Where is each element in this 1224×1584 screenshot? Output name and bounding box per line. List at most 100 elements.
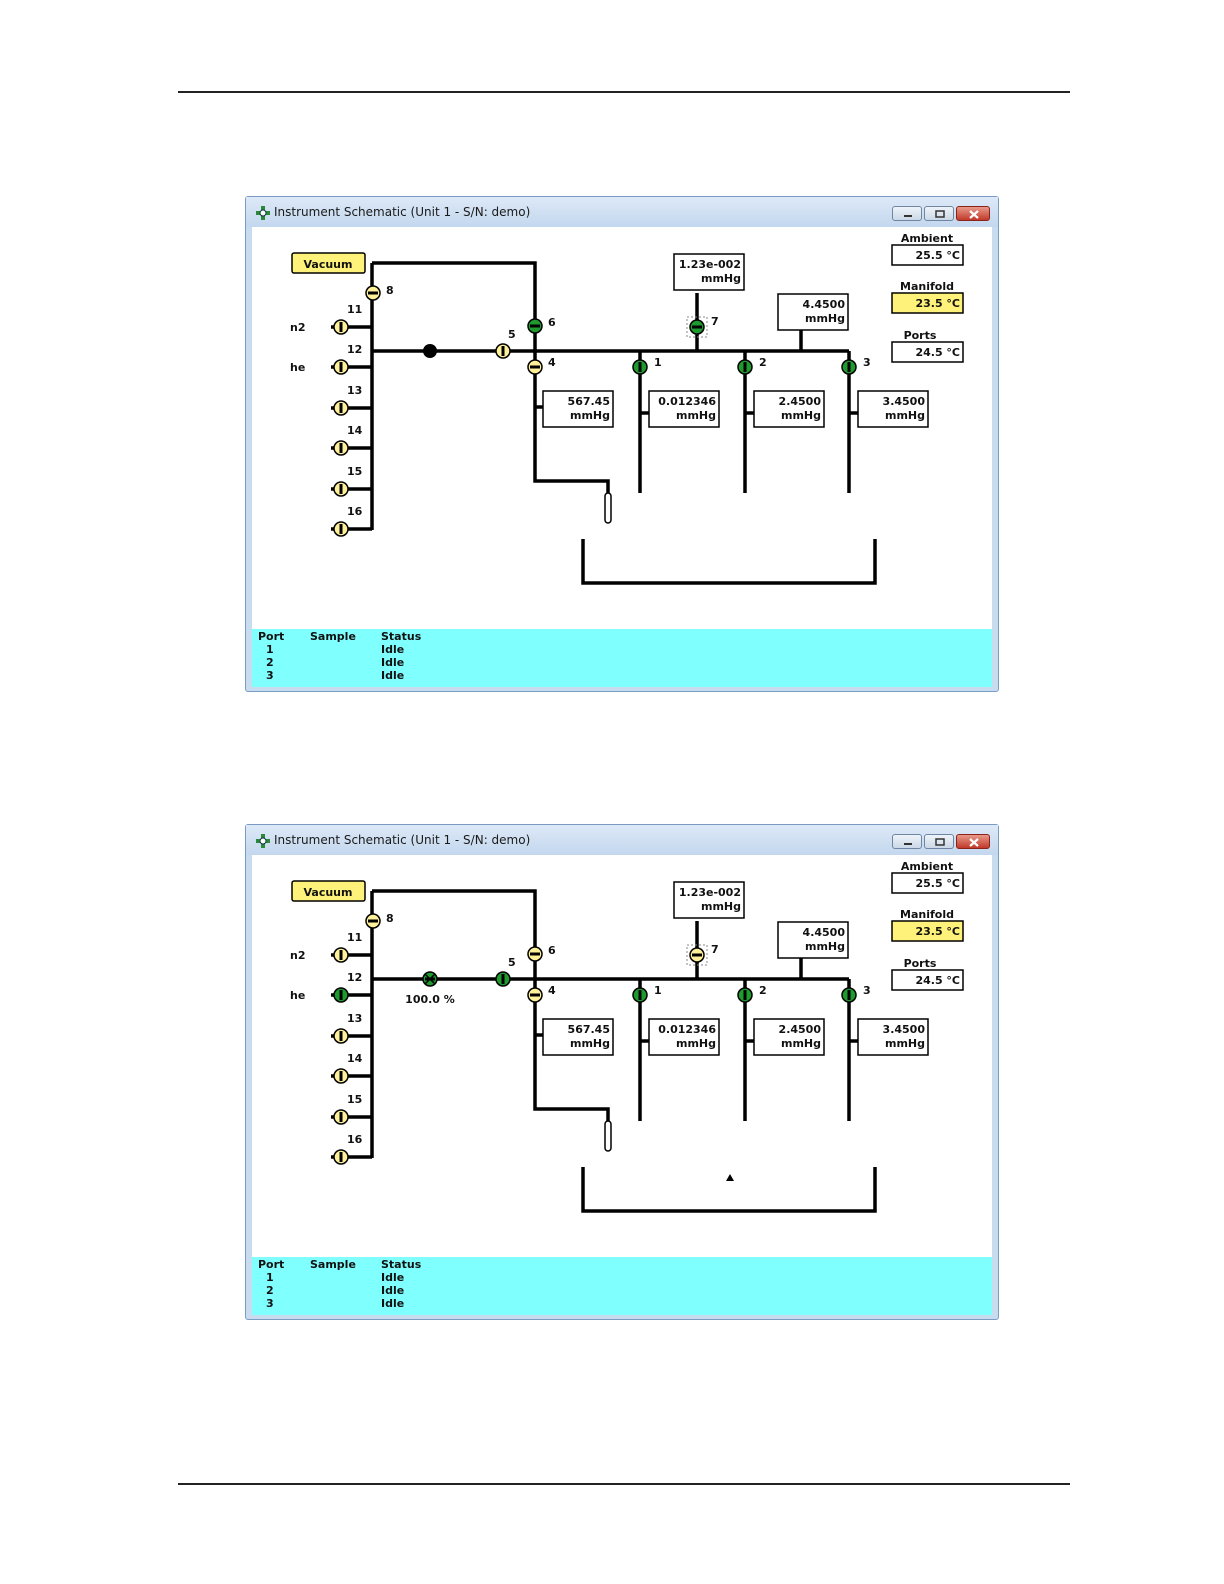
ambient-value: 25.5 °C: [915, 877, 960, 890]
close-button[interactable]: [956, 206, 990, 221]
valve-label: 4: [548, 356, 556, 369]
valve-v2[interactable]: [737, 987, 753, 1003]
valve-v4[interactable]: [527, 359, 543, 375]
status-header-sample: Sample: [310, 1258, 356, 1271]
ports-value: 24.5 °C: [915, 346, 960, 359]
valve-v3[interactable]: [841, 359, 857, 375]
gauge-port-1: [648, 1018, 720, 1056]
restore-icon: [935, 210, 945, 218]
valve-v5[interactable]: [495, 343, 511, 359]
valve-v8[interactable]: [365, 913, 381, 929]
valve-label: 12: [347, 343, 362, 356]
valve-v7[interactable]: [689, 319, 705, 335]
vacuum-label: Vacuum: [304, 258, 353, 271]
minimize-button[interactable]: [892, 834, 922, 849]
window-title: Instrument Schematic (Unit 1 - S/N: demo…: [274, 205, 531, 219]
valve-label: 2: [759, 984, 767, 997]
sample-tube-small: [604, 492, 612, 524]
minimize-icon: [904, 843, 912, 845]
valve-v13[interactable]: [333, 400, 349, 416]
gauge-value: 0.012346: [658, 1023, 716, 1036]
status-row-status: Idle: [381, 1271, 405, 1284]
valve-v12[interactable]: [333, 987, 349, 1003]
valve-v3[interactable]: [841, 987, 857, 1003]
manifold-field[interactable]: [891, 920, 964, 942]
v4-branch: [533, 979, 610, 1121]
gauge-value: 3.4500: [883, 395, 926, 408]
valve-v8[interactable]: [365, 285, 381, 301]
valve-label: 16: [347, 1133, 363, 1146]
valve-label: 11: [347, 931, 362, 944]
valve-v13[interactable]: [333, 1028, 349, 1044]
gauge-unit: mmHg: [570, 409, 610, 422]
gauge-value: 2.4500: [779, 395, 822, 408]
gauge-unit: mmHg: [885, 409, 925, 422]
title-bar[interactable]: Instrument Schematic (Unit 1 - S/N: demo…: [246, 825, 998, 855]
valve-v7[interactable]: [689, 947, 705, 963]
manifold-value: 23.5 °C: [915, 925, 960, 938]
gauge-unit: mmHg: [805, 312, 845, 325]
junction-dot: [423, 344, 437, 358]
maximize-button[interactable]: [924, 834, 954, 849]
close-button[interactable]: [956, 834, 990, 849]
valve-v12[interactable]: [333, 359, 349, 375]
valve-v14[interactable]: [333, 1068, 349, 1084]
status-header-sample: Sample: [310, 630, 356, 643]
gauge-value: 1.23e-002: [679, 258, 741, 271]
valve-label: 6: [548, 316, 556, 329]
gauge-value: 4.4500: [803, 926, 846, 939]
valve-v5[interactable]: [495, 971, 511, 987]
gauge-value: 567.45: [568, 1023, 610, 1036]
dewar-up-arrow-icon[interactable]: [726, 1174, 734, 1181]
valve-v6[interactable]: [527, 318, 543, 334]
status-row-port: 3: [266, 1297, 274, 1310]
valve-v16[interactable]: [333, 1149, 349, 1165]
valve-label: 7: [711, 315, 719, 328]
valve-label: 7: [711, 943, 719, 956]
valve-label: 5: [508, 956, 516, 969]
manifold-field[interactable]: [891, 292, 964, 314]
gas-label-n2: n2: [290, 949, 306, 962]
valve-v11[interactable]: [333, 947, 349, 963]
status-header-port: Port: [258, 630, 285, 643]
valve-label: 15: [347, 1093, 362, 1106]
gauge-port-1: [648, 390, 720, 428]
gauge-unit: mmHg: [676, 409, 716, 422]
manifold-label: Manifold: [900, 280, 954, 293]
v4-branch: [533, 351, 610, 493]
gauge-unit: mmHg: [570, 1037, 610, 1050]
title-bar[interactable]: Instrument Schematic (Unit 1 - S/N: demo…: [246, 197, 998, 227]
valve-label: 14: [347, 1052, 363, 1065]
gauge-value: 2.4500: [779, 1023, 822, 1036]
maximize-button[interactable]: [924, 206, 954, 221]
status-row-status: Idle: [381, 669, 405, 682]
valve-v15[interactable]: [333, 481, 349, 497]
valve-v7-focus: [686, 316, 708, 338]
valve-v4[interactable]: [527, 987, 543, 1003]
valve-v1[interactable]: [632, 987, 648, 1003]
valve-v1[interactable]: [632, 359, 648, 375]
ports-value: 24.5 °C: [915, 974, 960, 987]
vacuum-button[interactable]: [291, 252, 366, 274]
valve-label: 1: [654, 356, 662, 369]
gauge-value: 4.4500: [803, 298, 846, 311]
gas-label-n2: n2: [290, 321, 306, 334]
window-title: Instrument Schematic (Unit 1 - S/N: demo…: [274, 833, 531, 847]
minimize-icon: [904, 215, 912, 217]
valve-v15[interactable]: [333, 1109, 349, 1125]
ambient-label: Ambient: [901, 232, 953, 245]
valve-v2[interactable]: [737, 359, 753, 375]
valve-v14[interactable]: [333, 440, 349, 456]
vacuum-button[interactable]: [291, 880, 366, 902]
minimize-button[interactable]: [892, 206, 922, 221]
valve-v16[interactable]: [333, 521, 349, 537]
valve-v11[interactable]: [333, 319, 349, 335]
gauge-manifold: [777, 293, 849, 331]
valve-v6[interactable]: [527, 946, 543, 962]
valve-label: 11: [347, 303, 362, 316]
footer-rule: [178, 1483, 1070, 1485]
gauge-manifold: [777, 921, 849, 959]
